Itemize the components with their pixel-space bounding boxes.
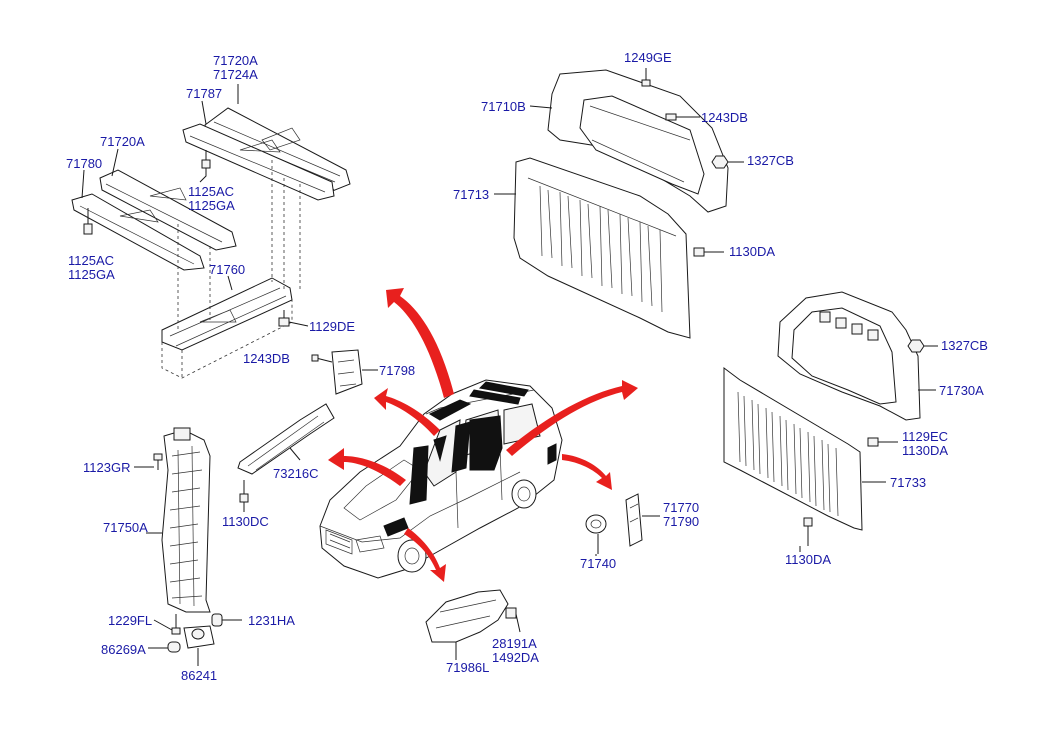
panel-71733 [723,367,886,531]
label-71733: 71733 [890,475,927,490]
label-71720a: 71720A [100,134,145,149]
van-body [319,379,563,579]
label-1231ha: 1231HA [248,613,295,628]
label-1129ec: 1129EC [902,429,949,444]
label-1125ac-top: 1125AC [188,184,235,199]
label-71710b: 71710B [481,99,526,114]
roof-bow-71780 [71,193,205,271]
bolt-1249ge [641,68,651,87]
label-1327cb-right: 1327CB [941,338,988,353]
leader-lines [81,84,801,631]
clip-28191a [505,607,521,633]
label-71724a: 71724A [213,67,258,82]
label-1130da-bottom: 1130DA [785,552,832,567]
label-71713: 71713 [453,187,490,202]
hook-86241 [183,625,215,666]
red-arrows [328,288,638,582]
label-86241: 86241 [181,668,218,683]
label-71770: 71770 [663,500,700,515]
label-1125ga-left: 1125GA [68,267,115,282]
label-71760: 71760 [209,262,246,277]
bolt-1123gr [153,453,163,470]
label-1125ac-left: 1125AC [68,253,115,268]
label-1249ge: 1249GE [624,50,672,65]
label-71720a-upper: 71720A [213,53,258,68]
label-71790: 71790 [663,514,700,529]
label-1243db-right: 1243DB [701,110,748,125]
bolt-1129de [278,310,309,327]
label-71787: 71787 [186,86,223,101]
label-71780: 71780 [66,156,103,171]
bolt-1130dc [239,480,249,512]
bolt-1129ec [867,437,898,447]
label-71986l: 71986L [446,660,490,675]
cap-86269a [148,641,181,653]
label-28191a: 28191A [492,636,537,651]
trim-71710b [529,69,729,213]
roof-bow-71720a-lower [99,169,237,251]
clip-1327cb-right [907,339,938,353]
label-1123gr: 1123GR [83,460,131,475]
label-73216c: 73216C [273,466,319,481]
trim-71730a [777,291,936,421]
roof-bow-71787 [182,123,335,201]
hook-71740 [585,514,607,554]
label-1125ga-top: 1125GA [188,198,235,213]
label-1129de: 1129DE [309,319,356,334]
panel-71713 [494,157,691,339]
bolt-1125ac-top [199,150,211,183]
label-1229fl: 1229FL [108,613,153,628]
label-71750a: 71750A [103,520,148,535]
label-1130dc: 1130DC [222,514,269,529]
label-1130da-top: 1130DA [729,244,776,259]
bolt-1130da-bottom [803,517,813,546]
label-71798: 71798 [379,363,416,378]
label-86269a: 86269A [101,642,146,657]
bolt-1229fl [171,614,181,635]
clip-1327cb-top [711,155,744,169]
bolt-1243db-right [665,113,700,121]
roof-projection-lines [161,160,301,379]
bracket-71770 [625,493,660,547]
grommet-1231ha [211,613,242,627]
roof-bow-71760 [161,277,293,351]
bracket-73216c [237,403,335,475]
label-1492da: 1492DA [492,650,539,665]
bracket-71798 [311,349,378,395]
bolt-1130da-top [693,247,724,257]
label-71740: 71740 [580,556,617,571]
trim-71750a [161,427,211,613]
bolt-1125ac-left [83,208,93,235]
label-71730a: 71730A [939,383,984,398]
label-1130da-right: 1130DA [902,443,949,458]
label-1243db-left: 1243DB [243,351,290,366]
label-1327cb-top: 1327CB [747,153,794,168]
trim-71986l [425,589,509,660]
